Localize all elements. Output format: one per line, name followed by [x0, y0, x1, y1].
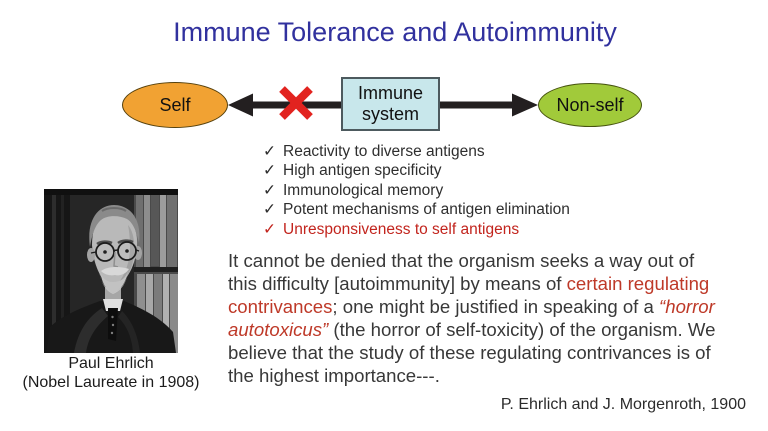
checklist-item-label: High antigen specificity [283, 162, 442, 180]
slide-title: Immune Tolerance and Autoimmunity [173, 17, 617, 47]
quote-line: believe that the study of these regulati… [228, 341, 715, 364]
immune-system-label: Immune system [357, 83, 424, 124]
immune-properties-list: ✓ Reactivity to diverse antigens ✓ High ant… [263, 142, 570, 239]
checklist-item-label: Reactivity to diverse antigens [283, 143, 485, 160]
quote-text: (the horror of self-toxicity) of the org… [328, 319, 716, 340]
checklist-item-label: Potent mechanisms of antigen elimination [283, 201, 570, 219]
checklist-item: ✓ Reactivity to diverse antigens [263, 142, 570, 161]
check-icon: ✓ [263, 162, 276, 180]
right-arrow-icon [439, 93, 538, 117]
checklist-item-label: Immunological memory [283, 181, 444, 199]
quote-highlight-text: autotoxicus” [228, 319, 329, 340]
portrait-image [44, 189, 178, 353]
quote-line: autotoxicus” (the horror of self-toxicit… [228, 318, 715, 341]
immune-system-node: Immune system [341, 77, 440, 131]
check-icon: ✓ [263, 201, 276, 219]
check-icon: ✓ [263, 220, 276, 238]
quote-text: believe that the study of these regulati… [228, 342, 711, 363]
check-icon: ✓ [263, 181, 276, 199]
nonself-node-label: Non-self [556, 94, 624, 115]
self-node-label: Self [159, 94, 191, 115]
self-node: Self [122, 82, 228, 128]
quote-text: ; one might be justified in speaking of … [332, 296, 660, 317]
quote-text: It cannot be denied that the organism se… [228, 250, 695, 271]
diagram-arrows [228, 86, 538, 120]
checklist-item-label: Unresponsiveness to self antigens [283, 220, 520, 238]
checklist-item: ✓ High antigen specificity [263, 161, 570, 180]
quote-text: the highest importance---. [228, 365, 440, 386]
paul-ehrlich-photo [44, 189, 178, 353]
check-icon: ✓ [263, 143, 276, 160]
nonself-node: Non-self [538, 83, 642, 127]
cross-icon [279, 86, 313, 120]
quote-line: contrivances; one might be justified in … [228, 295, 715, 318]
checklist-item: ✓ Unresponsiveness to self antigens [263, 220, 570, 239]
quote-highlight-text: “horror [659, 296, 715, 317]
photo-caption-award: (Nobel Laureate in 1908) [22, 373, 200, 391]
checklist-item: ✓ Immunological memory [263, 181, 570, 200]
quote-line: this difficulty [autoimmunity] by means … [228, 272, 715, 295]
quote-line: It cannot be denied that the organism se… [228, 249, 715, 272]
quote-highlight-text: certain regulating [566, 273, 710, 294]
photo-caption-name: Paul Ehrlich [68, 355, 154, 372]
quote-line: the highest importance---. [228, 364, 715, 387]
photo-caption: Paul Ehrlich (Nobel Laureate in 1908) [10, 355, 212, 392]
checklist-item: ✓ Potent mechanisms of antigen eliminatio… [263, 200, 570, 219]
quote-highlight-text: contrivances [228, 296, 333, 317]
quote-attribution: P. Ehrlich and J. Morgenroth, 1900 [500, 396, 746, 413]
quote-text: this difficulty [autoimmunity] by means … [228, 273, 567, 294]
ehrlich-quote: It cannot be denied that the organism se… [228, 249, 715, 387]
